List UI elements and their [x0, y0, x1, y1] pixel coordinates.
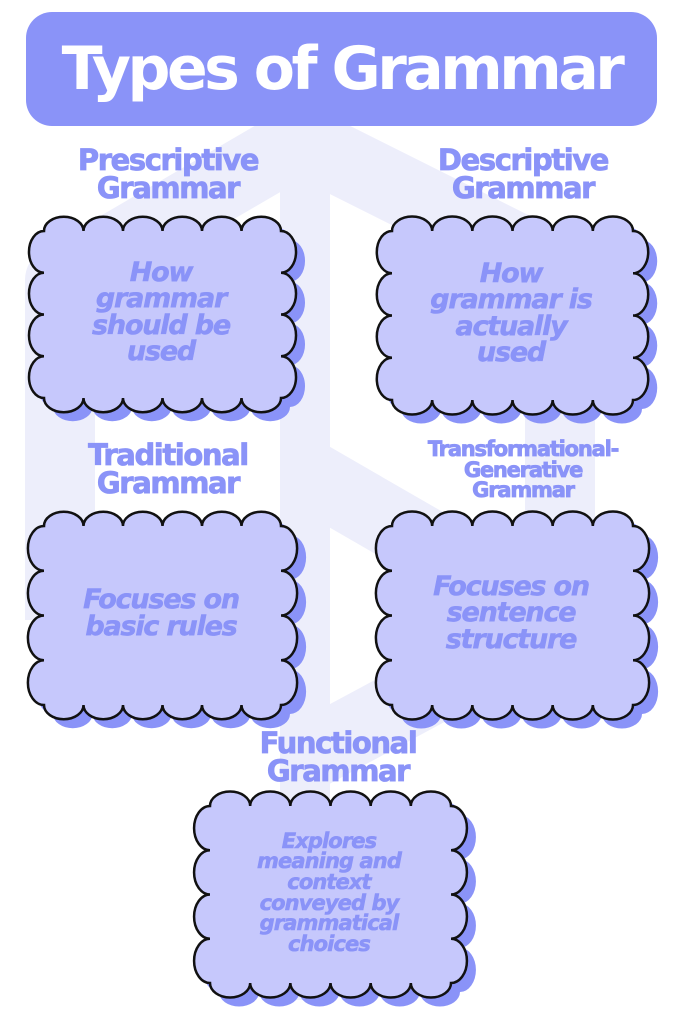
heading-descriptive: Descriptive Grammar: [393, 143, 653, 206]
heading-line: Generative: [463, 457, 583, 482]
card-descriptive: How grammar is actually used: [375, 215, 658, 424]
card-description: Explores meaning and context conveyed by…: [204, 800, 454, 985]
heading-line: Descriptive: [437, 143, 610, 177]
heading-prescriptive: Prescriptive Grammar: [38, 143, 298, 206]
description-line: sentence: [446, 597, 577, 629]
wavy-card-shape: [192, 790, 476, 1007]
card-body: [374, 510, 651, 721]
title-banner: Types of Grammar: [26, 12, 657, 126]
card-description: How grammar is actually used: [386, 225, 636, 402]
card-description: Focuses on basic rules: [38, 520, 284, 707]
heading-line: Transformational-: [427, 437, 619, 461]
description-line: structure: [445, 623, 577, 655]
description-line: conveyed by: [259, 890, 399, 915]
description-line: basic rules: [85, 610, 238, 642]
description-line: actually: [455, 310, 568, 342]
heading-line: Grammar: [266, 754, 411, 789]
description-line: Focuses on: [433, 570, 591, 602]
card-description: Focuses on sentence structure: [386, 520, 636, 707]
description-line: should be: [92, 309, 232, 341]
heading-line: Grammar: [96, 171, 241, 206]
description-line: choices: [288, 931, 371, 956]
heading-line: Prescriptive: [77, 143, 259, 177]
card-traditional: Focuses on basic rules: [26, 510, 307, 729]
heading-traditional: Traditional Grammar: [38, 438, 298, 501]
description-line: used: [126, 335, 197, 367]
card-functional: Explores meaning and context conveyed by…: [192, 790, 476, 1007]
description-line: Focuses on: [83, 584, 241, 616]
heading-line: Traditional: [88, 438, 250, 472]
card-description: How grammar should be used: [38, 225, 284, 400]
wavy-card-shape: [26, 510, 307, 729]
description-line: context: [287, 869, 372, 894]
description-line: grammar is: [430, 284, 593, 316]
card-body: [375, 215, 650, 416]
heading-line: Grammar: [96, 466, 241, 501]
description-line: used: [476, 336, 547, 368]
wavy-card-shape: [374, 510, 659, 729]
heading-functional: Functional Grammar: [208, 726, 468, 789]
card-transformational-generative: Focuses on sentence structure: [374, 510, 659, 729]
heading-line: Grammar: [472, 478, 576, 503]
wavy-card-shape: [375, 215, 658, 424]
description-line: meaning and: [257, 849, 403, 874]
description-line: Explores: [281, 828, 377, 853]
heading-transformational-generative: Transformational- Generative Grammar: [393, 437, 653, 503]
page-title: Types of Grammar: [61, 34, 625, 104]
card-body: [26, 510, 299, 721]
heading-line: Grammar: [451, 171, 596, 206]
description-line: How: [479, 257, 543, 289]
wavy-card-shape: [27, 215, 306, 422]
heading-line: Functional: [259, 726, 418, 760]
card-body: [27, 215, 298, 414]
description-line: How: [129, 256, 193, 288]
description-line: grammatical: [259, 911, 399, 936]
description-line: grammar: [95, 283, 228, 315]
card-prescriptive: How grammar should be used: [27, 215, 306, 422]
card-body: [192, 790, 469, 999]
